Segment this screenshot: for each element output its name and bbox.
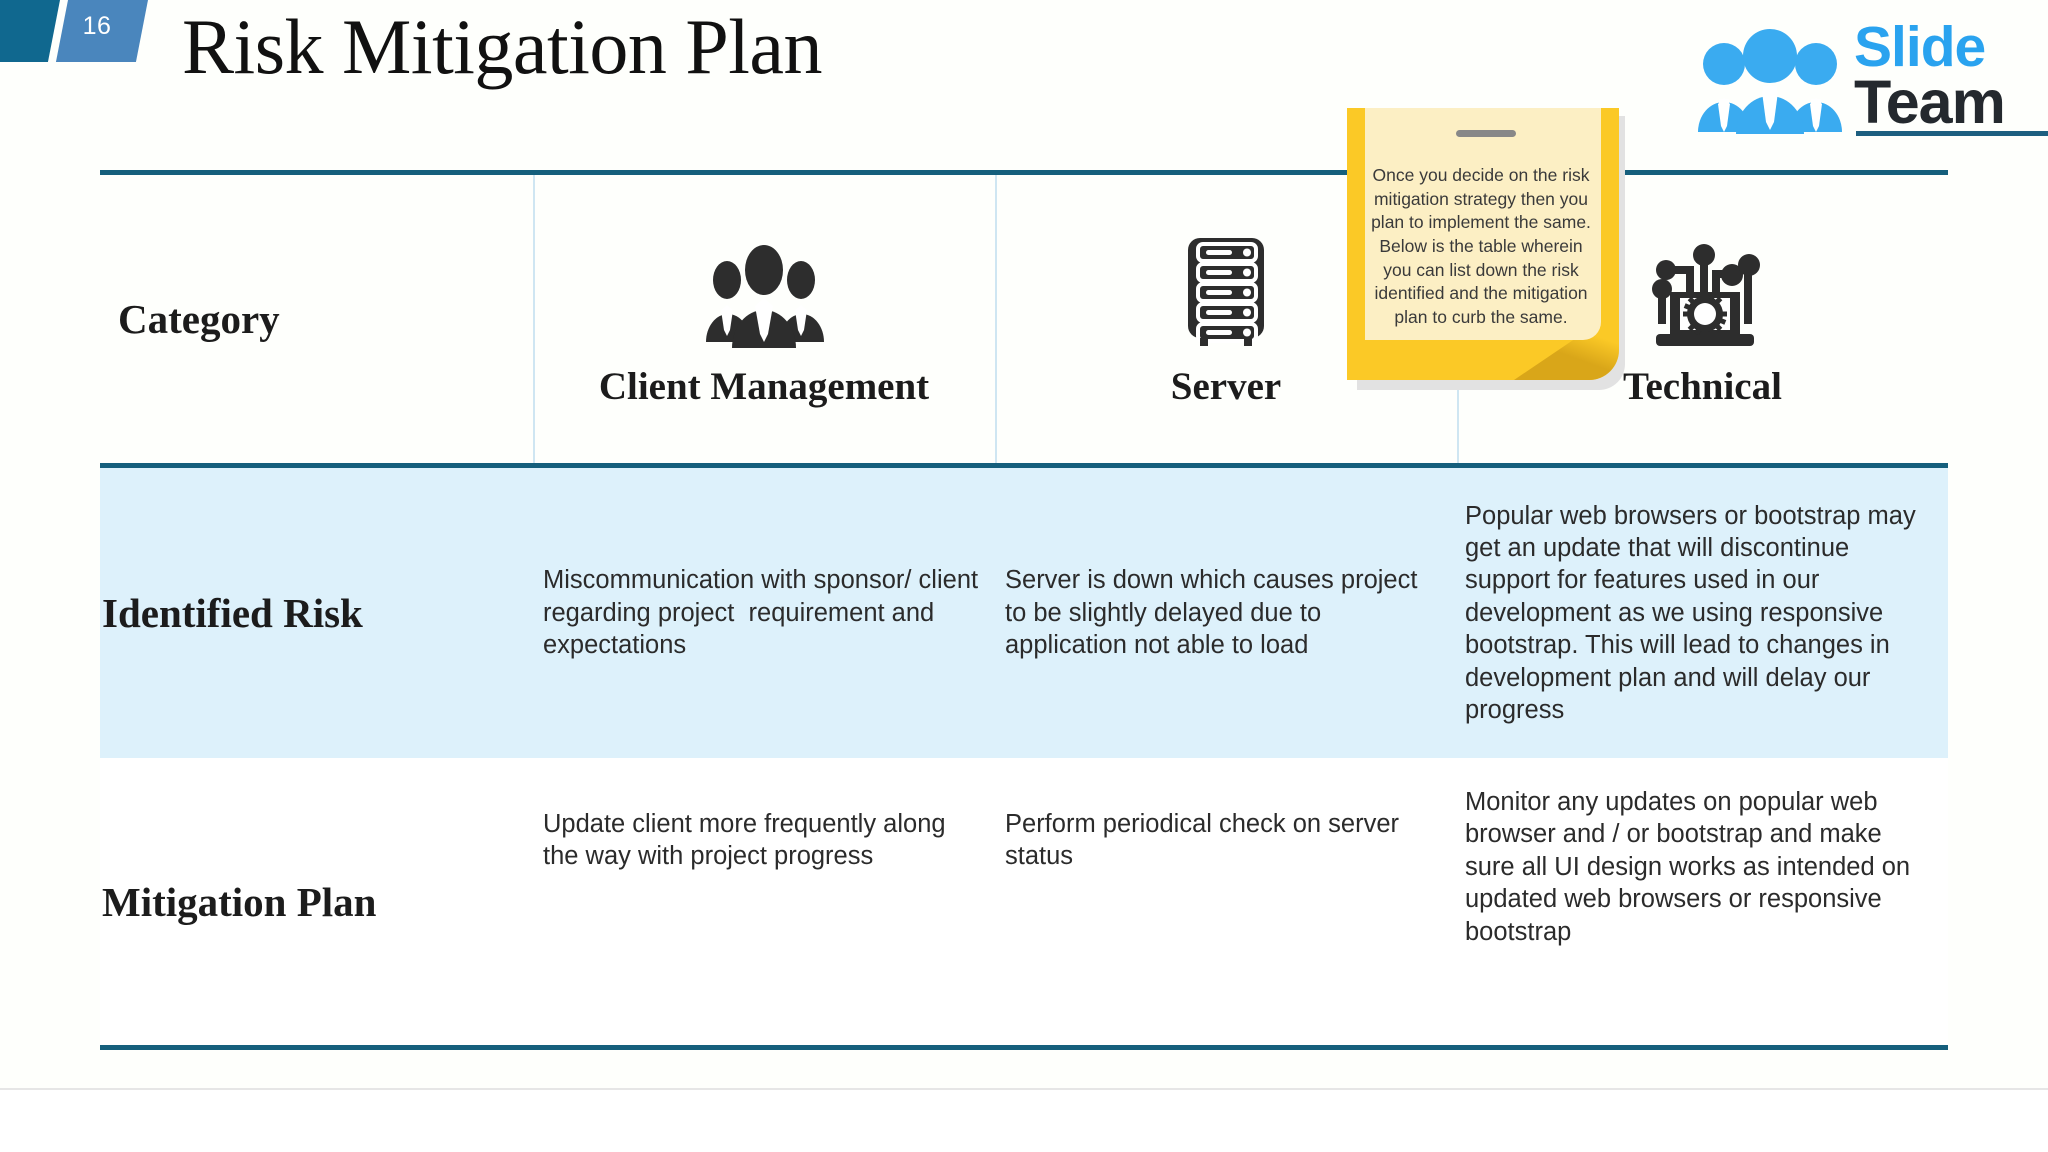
cell-text: Perform periodical check on server statu…	[1005, 810, 1407, 871]
header-label-technical: Technical	[1623, 364, 1782, 408]
table-border-bottom	[100, 1045, 1948, 1050]
table-header-cell-client-management: Client Management	[533, 175, 995, 463]
cell-text: Monitor any updates on popular web brows…	[1465, 788, 1918, 946]
slide-canvas: 16 Risk Mitigation Plan	[0, 0, 2048, 1050]
table-row: Mitigation Plan Update client more frequ…	[100, 758, 1948, 1045]
table-row: Identified Risk Miscommunication with sp…	[100, 468, 1948, 758]
table-border-header-bottom	[100, 463, 1948, 468]
page-title: Risk Mitigation Plan	[182, 3, 823, 90]
row-label-text: Mitigation Plan	[102, 878, 377, 925]
circuit-gear-icon	[1638, 230, 1768, 348]
cell-text: Update client more frequently along the …	[543, 810, 953, 871]
cell-risk-client-management: Miscommunication with sponsor/ client re…	[533, 468, 995, 758]
header-label-client-management: Client Management	[598, 364, 930, 408]
logo-wordmark: Slide Team	[1854, 15, 2048, 137]
people-group-logo-icon	[1694, 28, 1846, 134]
sticky-note-text: Once you decide on the risk mitigation s…	[1371, 165, 1591, 327]
row-label-mitigation-plan: Mitigation Plan	[100, 758, 533, 1045]
risk-mitigation-table: Category	[100, 170, 1948, 1050]
server-rack-icon	[1184, 230, 1268, 348]
logo-underline	[1856, 131, 2048, 137]
table-header-cell-category: Category	[100, 175, 533, 463]
cell-text: Server is down which causes project to b…	[1005, 566, 1425, 660]
cell-risk-server: Server is down which causes project to b…	[995, 468, 1457, 758]
cell-risk-technical: Popular web browsers or bootstrap may ge…	[1457, 468, 1948, 758]
people-group-icon	[702, 230, 826, 348]
slide-number-text: 16	[82, 12, 112, 40]
cell-plan-technical: Monitor any updates on popular web brows…	[1457, 758, 1948, 1045]
cell-plan-server: Perform periodical check on server statu…	[995, 758, 1457, 1045]
badge-shape-dark	[0, 0, 61, 62]
row-label-text: Identified Risk	[102, 590, 363, 636]
sticky-note-tooltip[interactable]: Once you decide on the risk mitigation s…	[1347, 108, 1625, 390]
logo-word-team: Team	[1854, 68, 2006, 137]
table-header-cell-server: Server	[995, 175, 1457, 463]
grid-line-v1-header	[533, 175, 535, 463]
header-label-category: Category	[118, 296, 280, 342]
table-header-row: Category	[100, 175, 1948, 463]
logo-word-slide: Slide	[1854, 15, 1986, 79]
grid-line-v2-header	[995, 175, 997, 463]
sticky-note-paper	[1365, 108, 1601, 340]
footer-area	[0, 1090, 2048, 1152]
cell-plan-client-management: Update client more frequently along the …	[533, 758, 995, 1045]
footer-divider	[0, 1088, 2048, 1090]
cell-text: Popular web browsers or bootstrap may ge…	[1465, 501, 1923, 724]
header-label-server: Server	[1170, 364, 1282, 408]
table-header-cell-technical: Technical	[1457, 175, 1948, 463]
row-label-identified-risk: Identified Risk	[100, 468, 533, 758]
sticky-note-handle-icon	[1456, 130, 1516, 137]
cell-text: Miscommunication with sponsor/ client re…	[543, 566, 986, 660]
table-border-top	[100, 170, 1948, 175]
slide-number-badge: 16	[0, 0, 148, 62]
slideteam-logo: Slide Team	[1694, 15, 2048, 140]
